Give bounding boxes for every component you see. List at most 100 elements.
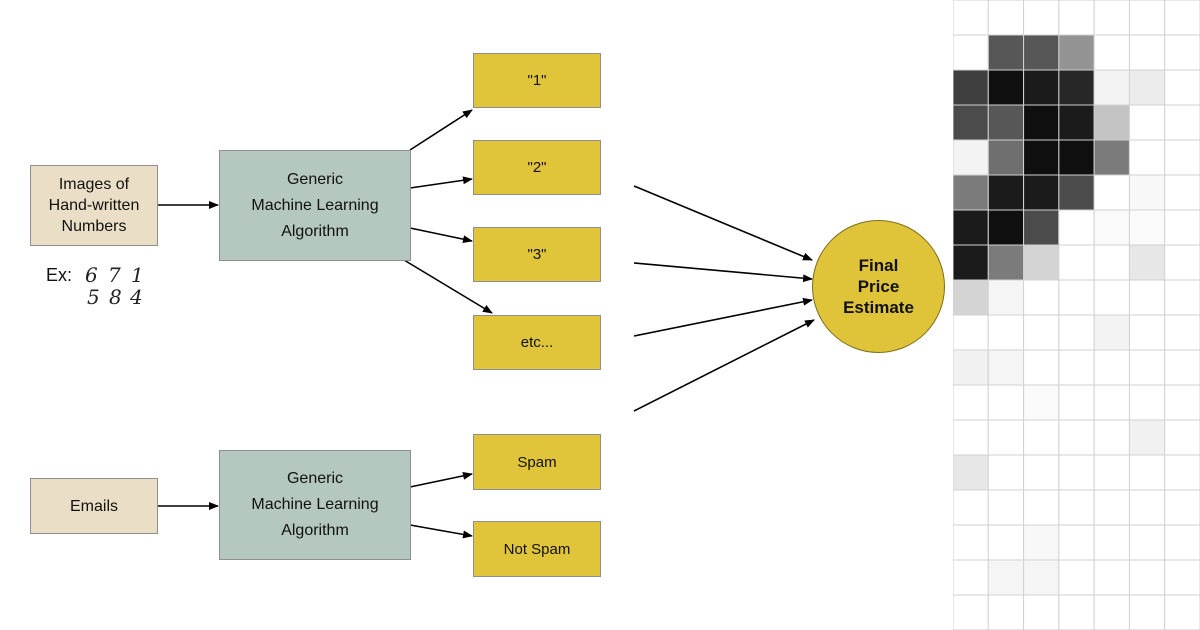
images-input-box: Images of Hand-written Numbers	[30, 165, 158, 246]
output-box-3: "3"	[473, 227, 601, 282]
arrow-algorithm-to-etc	[403, 259, 493, 314]
pixel-cell	[987, 104, 1025, 141]
pixel-cell	[1128, 594, 1166, 630]
pixel-cell	[1164, 279, 1200, 316]
pixel-cell	[1023, 34, 1060, 71]
pixel-cell	[1128, 524, 1166, 561]
pixel-cell	[1128, 69, 1166, 106]
pixel-cell	[1164, 454, 1200, 491]
not-spam-output-box: Not Spam	[473, 521, 601, 577]
output-label-3: "3"	[527, 246, 547, 263]
pixel-cell	[953, 384, 989, 421]
pixel-cell	[987, 594, 1025, 630]
pixel-cell	[1023, 0, 1060, 36]
pixel-cell	[1058, 244, 1095, 281]
pixel-cell	[1058, 419, 1095, 456]
pixel-cell	[1093, 279, 1130, 316]
pixel-cell	[1023, 349, 1060, 386]
example-digit: 8	[109, 285, 122, 309]
emails-input-box: Emails	[30, 478, 158, 534]
emails-input-label: Emails	[69, 497, 118, 515]
arrow-algorithm-to-spam	[409, 471, 473, 488]
pixel-cell	[1093, 524, 1130, 561]
pixel-cell	[1093, 69, 1130, 106]
pixel-cell	[1023, 174, 1060, 211]
pixel-cell	[953, 454, 989, 491]
pixel-cell	[953, 594, 989, 630]
pixel-cell	[1058, 174, 1095, 211]
pixel-cell	[1023, 594, 1060, 630]
pixel-cell	[953, 209, 989, 246]
example-digit: 1	[131, 263, 144, 287]
pixel-cell	[987, 559, 1025, 596]
pixel-cell	[987, 454, 1025, 491]
pixel-cell	[1164, 244, 1200, 281]
pixel-cell	[1128, 384, 1166, 421]
digits-algorithm-line-1: Generic	[286, 170, 343, 188]
pixel-cell	[1128, 0, 1166, 36]
spam-output-label: Spam	[517, 453, 557, 471]
pixel-cell	[1164, 559, 1200, 596]
arrow-feature-2-to-estimate	[633, 262, 813, 283]
pixel-cell	[1058, 489, 1095, 526]
pixel-cell	[1128, 209, 1166, 246]
pixel-cell	[1058, 594, 1095, 630]
pixel-cell	[1058, 279, 1095, 316]
pixel-cell	[1093, 314, 1130, 351]
pixel-cell	[1128, 419, 1166, 456]
pixel-cell	[987, 349, 1025, 386]
pixel-cell	[1128, 139, 1166, 176]
arrow-algorithm-to-2	[409, 176, 473, 189]
pixel-cell	[1023, 104, 1060, 141]
pixel-cell	[1058, 524, 1095, 561]
pixel-cell	[1164, 489, 1200, 526]
pixel-cell	[1093, 174, 1130, 211]
pixel-cell	[1128, 244, 1166, 281]
pixel-cell	[1058, 349, 1095, 386]
example-digit: 6	[85, 263, 98, 287]
output-label-2: "2"	[527, 159, 547, 176]
pixel-cell	[1023, 69, 1060, 106]
digits-algorithm-line-2: Machine Learning	[251, 196, 379, 214]
pixel-cell	[1093, 349, 1130, 386]
pixel-cell	[953, 279, 989, 316]
pixel-cell	[1058, 69, 1095, 106]
pixel-cell	[1093, 594, 1130, 630]
pixel-cell	[1058, 139, 1095, 176]
pixel-cell	[1164, 104, 1200, 141]
pixel-cell	[953, 559, 989, 596]
pixel-cell	[987, 174, 1025, 211]
pixel-cell	[953, 489, 989, 526]
output-box-etc: etc...	[473, 315, 601, 370]
pixel-cell	[1128, 34, 1166, 71]
output-box-1: "1"	[473, 53, 601, 108]
pixel-cell	[953, 0, 989, 36]
pixel-cell	[987, 209, 1025, 246]
output-label-1: "1"	[527, 72, 547, 89]
estimate-line-2: Price	[857, 277, 900, 296]
pixel-cell	[1058, 104, 1095, 141]
pixel-cell	[1128, 489, 1166, 526]
pixel-cell	[1128, 454, 1166, 491]
pixel-cell	[987, 244, 1025, 281]
spam-output-box: Spam	[473, 434, 601, 490]
pixel-cell	[987, 69, 1025, 106]
pixel-cell	[1023, 419, 1060, 456]
pixel-cell	[987, 279, 1025, 316]
final-price-estimate-circle: Final Price Estimate	[812, 220, 945, 353]
pixel-cell	[1023, 524, 1060, 561]
pixel-cell	[1128, 559, 1166, 596]
pixel-cell	[953, 139, 989, 176]
pixel-cell	[1093, 559, 1130, 596]
arrow-feature-1-to-estimate	[633, 185, 813, 261]
pixel-cell	[1128, 279, 1166, 316]
pixel-cell	[1164, 349, 1200, 386]
arrow-feature-3-to-estimate	[633, 297, 813, 337]
example-digit: 5	[87, 285, 100, 309]
pixel-cell	[987, 34, 1025, 71]
pixel-cell	[953, 314, 989, 351]
pixel-cell	[1023, 244, 1060, 281]
pixel-cell	[1093, 419, 1130, 456]
arrow-feature-4-to-estimate	[633, 319, 815, 412]
pixel-cell	[1093, 139, 1130, 176]
